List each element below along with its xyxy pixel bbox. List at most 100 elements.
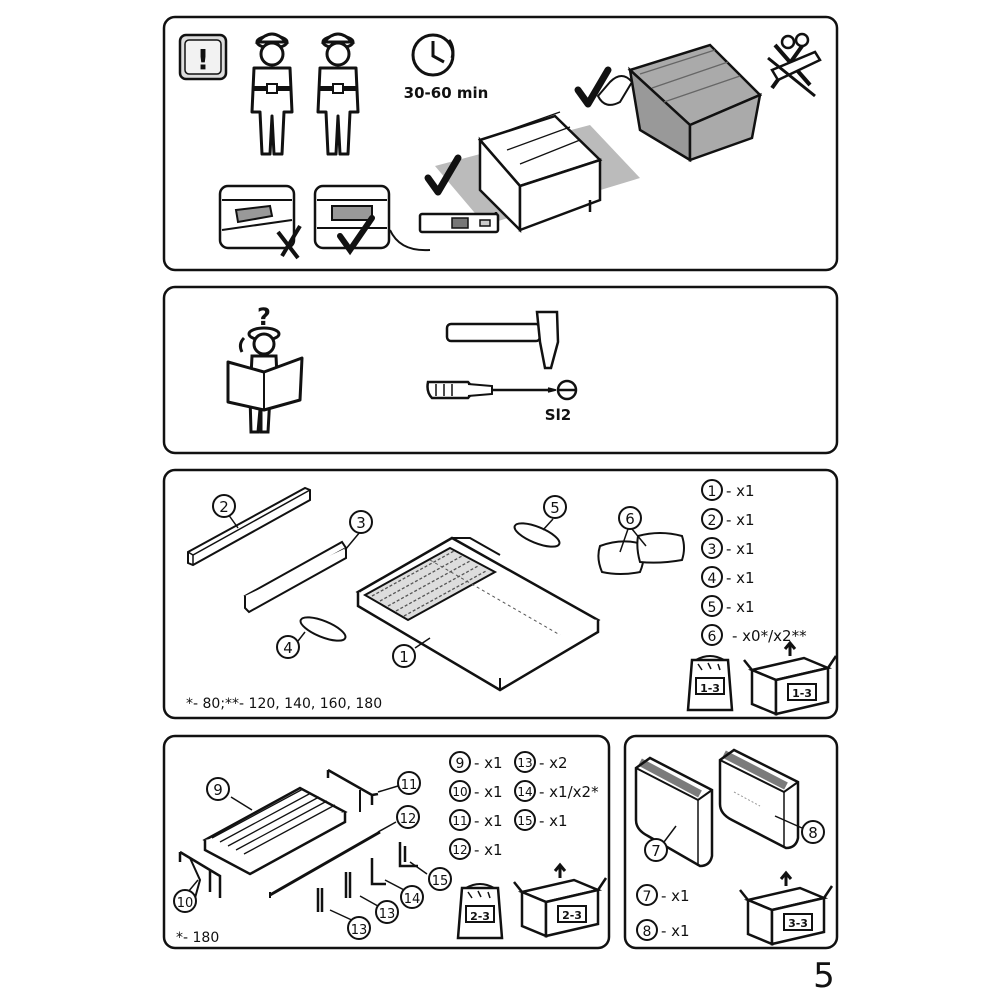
callout-15: 15 [428, 867, 452, 891]
svg-text:9: 9 [456, 756, 465, 772]
svg-text:- x1: - x1 [726, 569, 755, 587]
parts-list-row: 7- x1 [636, 884, 690, 906]
hammer-icon [445, 310, 560, 370]
package-2-footnote: *- 180 [176, 930, 219, 946]
svg-text:2-3: 2-3 [470, 910, 490, 923]
parts-list-row: 6 - x0*/x2** [701, 624, 807, 646]
callout-5: 5 [543, 495, 567, 519]
svg-text:1-3: 1-3 [792, 687, 812, 700]
screwdriver-icon [426, 379, 578, 401]
callout-11: 11 [397, 771, 421, 795]
svg-text:9: 9 [213, 781, 223, 799]
svg-text:12: 12 [400, 812, 417, 827]
cutting-tools-icon [767, 32, 822, 98]
question-mark: ? [257, 303, 271, 331]
bag-icon: 2-3 [456, 882, 504, 940]
svg-text:- x2: - x2 [539, 754, 568, 772]
spirit-level-icon [389, 212, 500, 252]
callout-4: 4 [276, 635, 300, 659]
callout-13: 13 [375, 900, 399, 924]
svg-text:4: 4 [283, 639, 293, 657]
svg-text:1-3: 1-3 [700, 682, 720, 695]
part-14-leg-drawing [370, 858, 386, 886]
parts-list-row: 15 - x1 [514, 809, 568, 831]
part-5-oval-drawing [513, 522, 561, 548]
svg-text:- x1: - x1 [726, 540, 755, 558]
svg-text:6: 6 [708, 629, 717, 645]
parts-list-row: 2- x1 [701, 508, 755, 530]
callout-8: 8 [801, 820, 825, 844]
svg-text:15: 15 [432, 874, 449, 889]
warning-icon: ! [178, 33, 228, 81]
svg-text:- x1: - x1 [726, 482, 755, 500]
svg-text:2: 2 [219, 498, 229, 516]
callout-9: 9 [206, 777, 230, 801]
svg-text:- x1: - x1 [474, 783, 503, 801]
callout-leaders [227, 513, 647, 649]
svg-text:2-3: 2-3 [562, 909, 582, 922]
svg-text:8: 8 [643, 924, 652, 940]
box-icon: 1-3 [742, 641, 838, 716]
callout-7: 7 [644, 838, 668, 862]
parts-list-row: 12 - x1 [449, 838, 503, 860]
screwdriver-size-label: Sl2 [545, 406, 571, 424]
svg-text:13: 13 [351, 923, 368, 938]
svg-text:14: 14 [517, 785, 532, 799]
svg-text:15: 15 [517, 814, 532, 828]
page-number: 5 [813, 956, 835, 996]
parts-list-row: 8- x1 [636, 919, 690, 941]
parts-list-row: 14 - x1/x2* [514, 780, 599, 802]
svg-text:12: 12 [452, 843, 467, 857]
part-9-slatted-frame-drawing [202, 786, 348, 876]
svg-text:4: 4 [708, 571, 717, 587]
package-1-footnote: *- 80;**- 120, 140, 160, 180 [186, 696, 382, 712]
svg-text:- x0*/x2**: - x0*/x2** [732, 627, 807, 645]
parts-list-row: 9- x1 [449, 751, 503, 773]
person-reading-instructions-icon [226, 326, 304, 434]
svg-text:11: 11 [401, 778, 418, 793]
callout-leaders [663, 815, 803, 843]
part-11-bracket-drawing [326, 768, 379, 812]
svg-text:10: 10 [177, 896, 194, 911]
svg-text:2: 2 [708, 513, 717, 529]
svg-text:1: 1 [399, 648, 409, 666]
svg-text:3-3: 3-3 [788, 917, 808, 930]
part-12-rod-drawing [269, 830, 381, 898]
parts-list-row: 13- x2 [514, 751, 568, 773]
box-icon: 2-3 [512, 863, 608, 938]
part-10-bracket-drawing [178, 850, 222, 899]
clock-icon [411, 33, 455, 77]
svg-text:5: 5 [550, 499, 560, 517]
callout-3: 3 [349, 510, 373, 534]
svg-text:14: 14 [404, 892, 421, 907]
svg-text:- x1/x2*: - x1/x2* [539, 783, 599, 801]
level-floor-detail [313, 184, 391, 256]
svg-text:3: 3 [708, 542, 717, 558]
svg-text:- x1: - x1 [539, 812, 568, 830]
callout-10: 10 [173, 889, 197, 913]
part-13-legs-drawing [316, 872, 352, 912]
part-1-seat-frame-drawing [355, 536, 601, 692]
svg-text:10: 10 [452, 785, 467, 799]
box-icon: 3-3 [738, 871, 834, 946]
parts-list-row: 5- x1 [701, 595, 755, 617]
covered-sofa-illustration [596, 43, 763, 163]
svg-text:- x1: - x1 [474, 841, 503, 859]
part-15-leg-drawing [398, 842, 418, 868]
parts-list-row: 3 - x1 [701, 537, 755, 559]
svg-text:- x1: - x1 [726, 598, 755, 616]
parts-list-row: 11- x1 [449, 809, 503, 831]
svg-text:1: 1 [708, 484, 717, 500]
callout-14: 14 [400, 885, 424, 909]
part-4-oval-drawing [299, 616, 347, 642]
warning-symbol: ! [197, 43, 210, 76]
callout-12: 12 [396, 805, 420, 829]
svg-text:3: 3 [356, 514, 366, 532]
svg-text:7: 7 [643, 889, 652, 905]
callout-6: 6 [618, 506, 642, 530]
parts-list-row: 1 - x1 [701, 479, 755, 501]
callout-2: 2 [212, 494, 236, 518]
svg-text:7: 7 [651, 842, 661, 860]
parts-list-row: 10 - x1 [449, 780, 503, 802]
